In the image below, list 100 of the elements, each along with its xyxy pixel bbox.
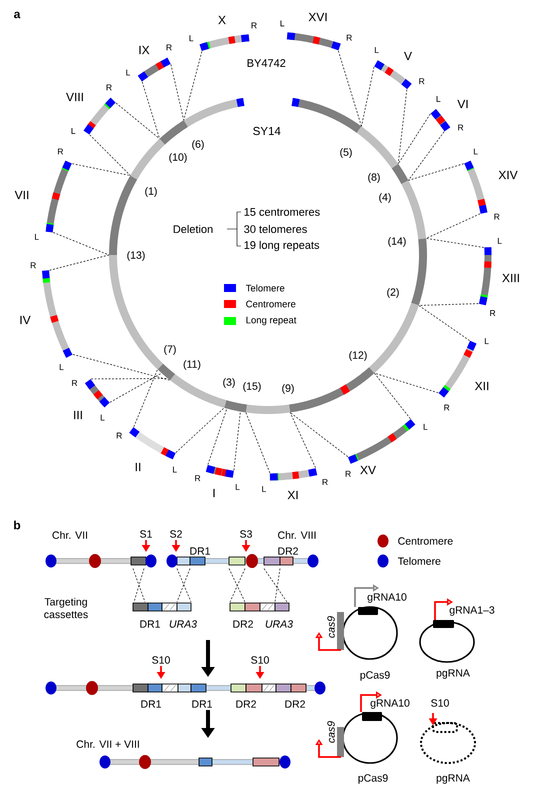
legend-label: Long repeat — [246, 316, 296, 326]
region-label: DR2 — [236, 700, 256, 708]
segment-number: (12) — [349, 351, 367, 361]
arm-label: R — [419, 78, 424, 84]
region-label: DR1 — [140, 620, 160, 628]
dotted-line — [426, 213, 480, 239]
dotted-line — [110, 372, 162, 403]
dotted-line — [338, 50, 362, 127]
dotted-line — [72, 354, 170, 381]
plasmid-label: pgRNA — [436, 669, 470, 679]
dotted-line — [89, 134, 131, 176]
arm-label: L — [35, 234, 39, 240]
legend-label: Telomere — [246, 284, 284, 292]
region-label: DR1 — [141, 700, 161, 708]
arm-label: L — [498, 238, 502, 244]
arm-label: L — [173, 466, 177, 473]
gene-label: cas9 — [327, 721, 335, 743]
legend-label: Centromere — [398, 537, 453, 545]
arm-label: R — [494, 214, 500, 220]
site-label: S10 — [251, 656, 269, 664]
gene-label: gRNA1–3 — [450, 606, 494, 616]
cassette-label: Targeting cassettes — [44, 598, 88, 618]
chromosome-number: II — [136, 462, 140, 472]
segment-number: (10) — [169, 153, 187, 163]
segment-number: (5) — [340, 148, 352, 158]
chromosome-label: Chr. VII — [52, 531, 88, 539]
legend-label: Telomere — [398, 557, 440, 565]
chromosome-number: XIV — [498, 170, 518, 180]
dotted-line — [90, 378, 168, 380]
gene-label: cas9 — [327, 616, 335, 638]
crossover-line — [264, 568, 288, 602]
chromosome-number: XII — [474, 382, 488, 390]
chromosome-number: XV — [360, 466, 376, 474]
dotted-line — [170, 64, 184, 120]
deletion-item: 19 long repeats — [244, 240, 320, 252]
panel-letter: b — [14, 520, 20, 530]
site-label: S10 — [431, 699, 449, 707]
dotted-line — [234, 411, 241, 471]
chromosome-number: VIII — [66, 92, 83, 102]
dotted-line — [142, 82, 160, 140]
arm-label: R — [106, 84, 112, 90]
arm-label: R — [490, 310, 496, 316]
dotted-line — [116, 102, 160, 140]
segment-number: (1) — [145, 187, 157, 197]
dotted-line — [133, 369, 158, 428]
arm-label: L — [474, 148, 478, 154]
arm-label: L — [72, 128, 76, 134]
legend-label: Centromere — [246, 300, 296, 308]
dotted-line — [374, 372, 438, 394]
segment-number: (13) — [127, 251, 145, 261]
arm-label: R — [195, 475, 200, 482]
segment-number: (9) — [282, 384, 294, 394]
dotted-line — [208, 408, 228, 465]
dotted-line — [290, 412, 348, 458]
chromosome-number: X — [218, 16, 226, 24]
arm-label: R — [58, 148, 64, 154]
dotted-line — [72, 163, 131, 176]
arm-label: R — [252, 22, 257, 28]
arm-label: L — [236, 484, 240, 490]
chromosome-number: I — [213, 488, 215, 498]
dotted-line — [426, 238, 484, 248]
chromosome-label: Chr. VII + VIII — [76, 740, 139, 748]
gene-label: URA3 — [170, 620, 197, 628]
site-label: S10 — [152, 656, 170, 664]
crossover-line — [274, 568, 280, 602]
deletion-item: 15 centromeres — [244, 208, 320, 216]
chromosome-number: IV — [20, 316, 31, 324]
arm-label: R — [72, 380, 78, 386]
arm-label: R — [444, 404, 450, 411]
panel-letter: a — [14, 12, 20, 18]
arm-label: R — [346, 34, 352, 41]
deletion-item: 30 telomeres — [244, 224, 307, 234]
arm-label: R — [346, 470, 351, 477]
chromosome-number: XVI — [308, 12, 327, 22]
chromosome-number: XIII — [502, 274, 519, 282]
dotted-line — [290, 412, 316, 468]
segment-number: (14) — [388, 237, 406, 247]
chromosome-number: XI — [288, 490, 298, 500]
arm-label: L — [424, 424, 428, 430]
arm-label: R — [458, 124, 464, 130]
dotted-line — [176, 408, 224, 453]
dotted-line — [374, 372, 411, 420]
segment-number: (3) — [223, 378, 235, 388]
arm-label: L — [262, 486, 266, 492]
dotted-line — [418, 303, 479, 306]
plasmid-label: pCas9 — [360, 671, 390, 681]
arm-label: L — [126, 70, 130, 76]
arm-label: R — [30, 262, 36, 268]
chromosome-number: IX — [139, 46, 150, 54]
dotted-line — [246, 412, 270, 474]
chromosome-label: Chr. VIII — [278, 531, 316, 539]
segment-number: (6) — [192, 140, 204, 150]
gene-label: gRNA10 — [370, 699, 410, 709]
dotted-line — [52, 232, 110, 256]
region-label: DR2 — [285, 700, 305, 708]
strain-label: SY14 — [253, 126, 280, 136]
dotted-line — [49, 254, 110, 271]
arm-label: R — [166, 44, 172, 50]
dotted-line — [408, 163, 464, 181]
region-label: DR1 — [190, 547, 210, 555]
